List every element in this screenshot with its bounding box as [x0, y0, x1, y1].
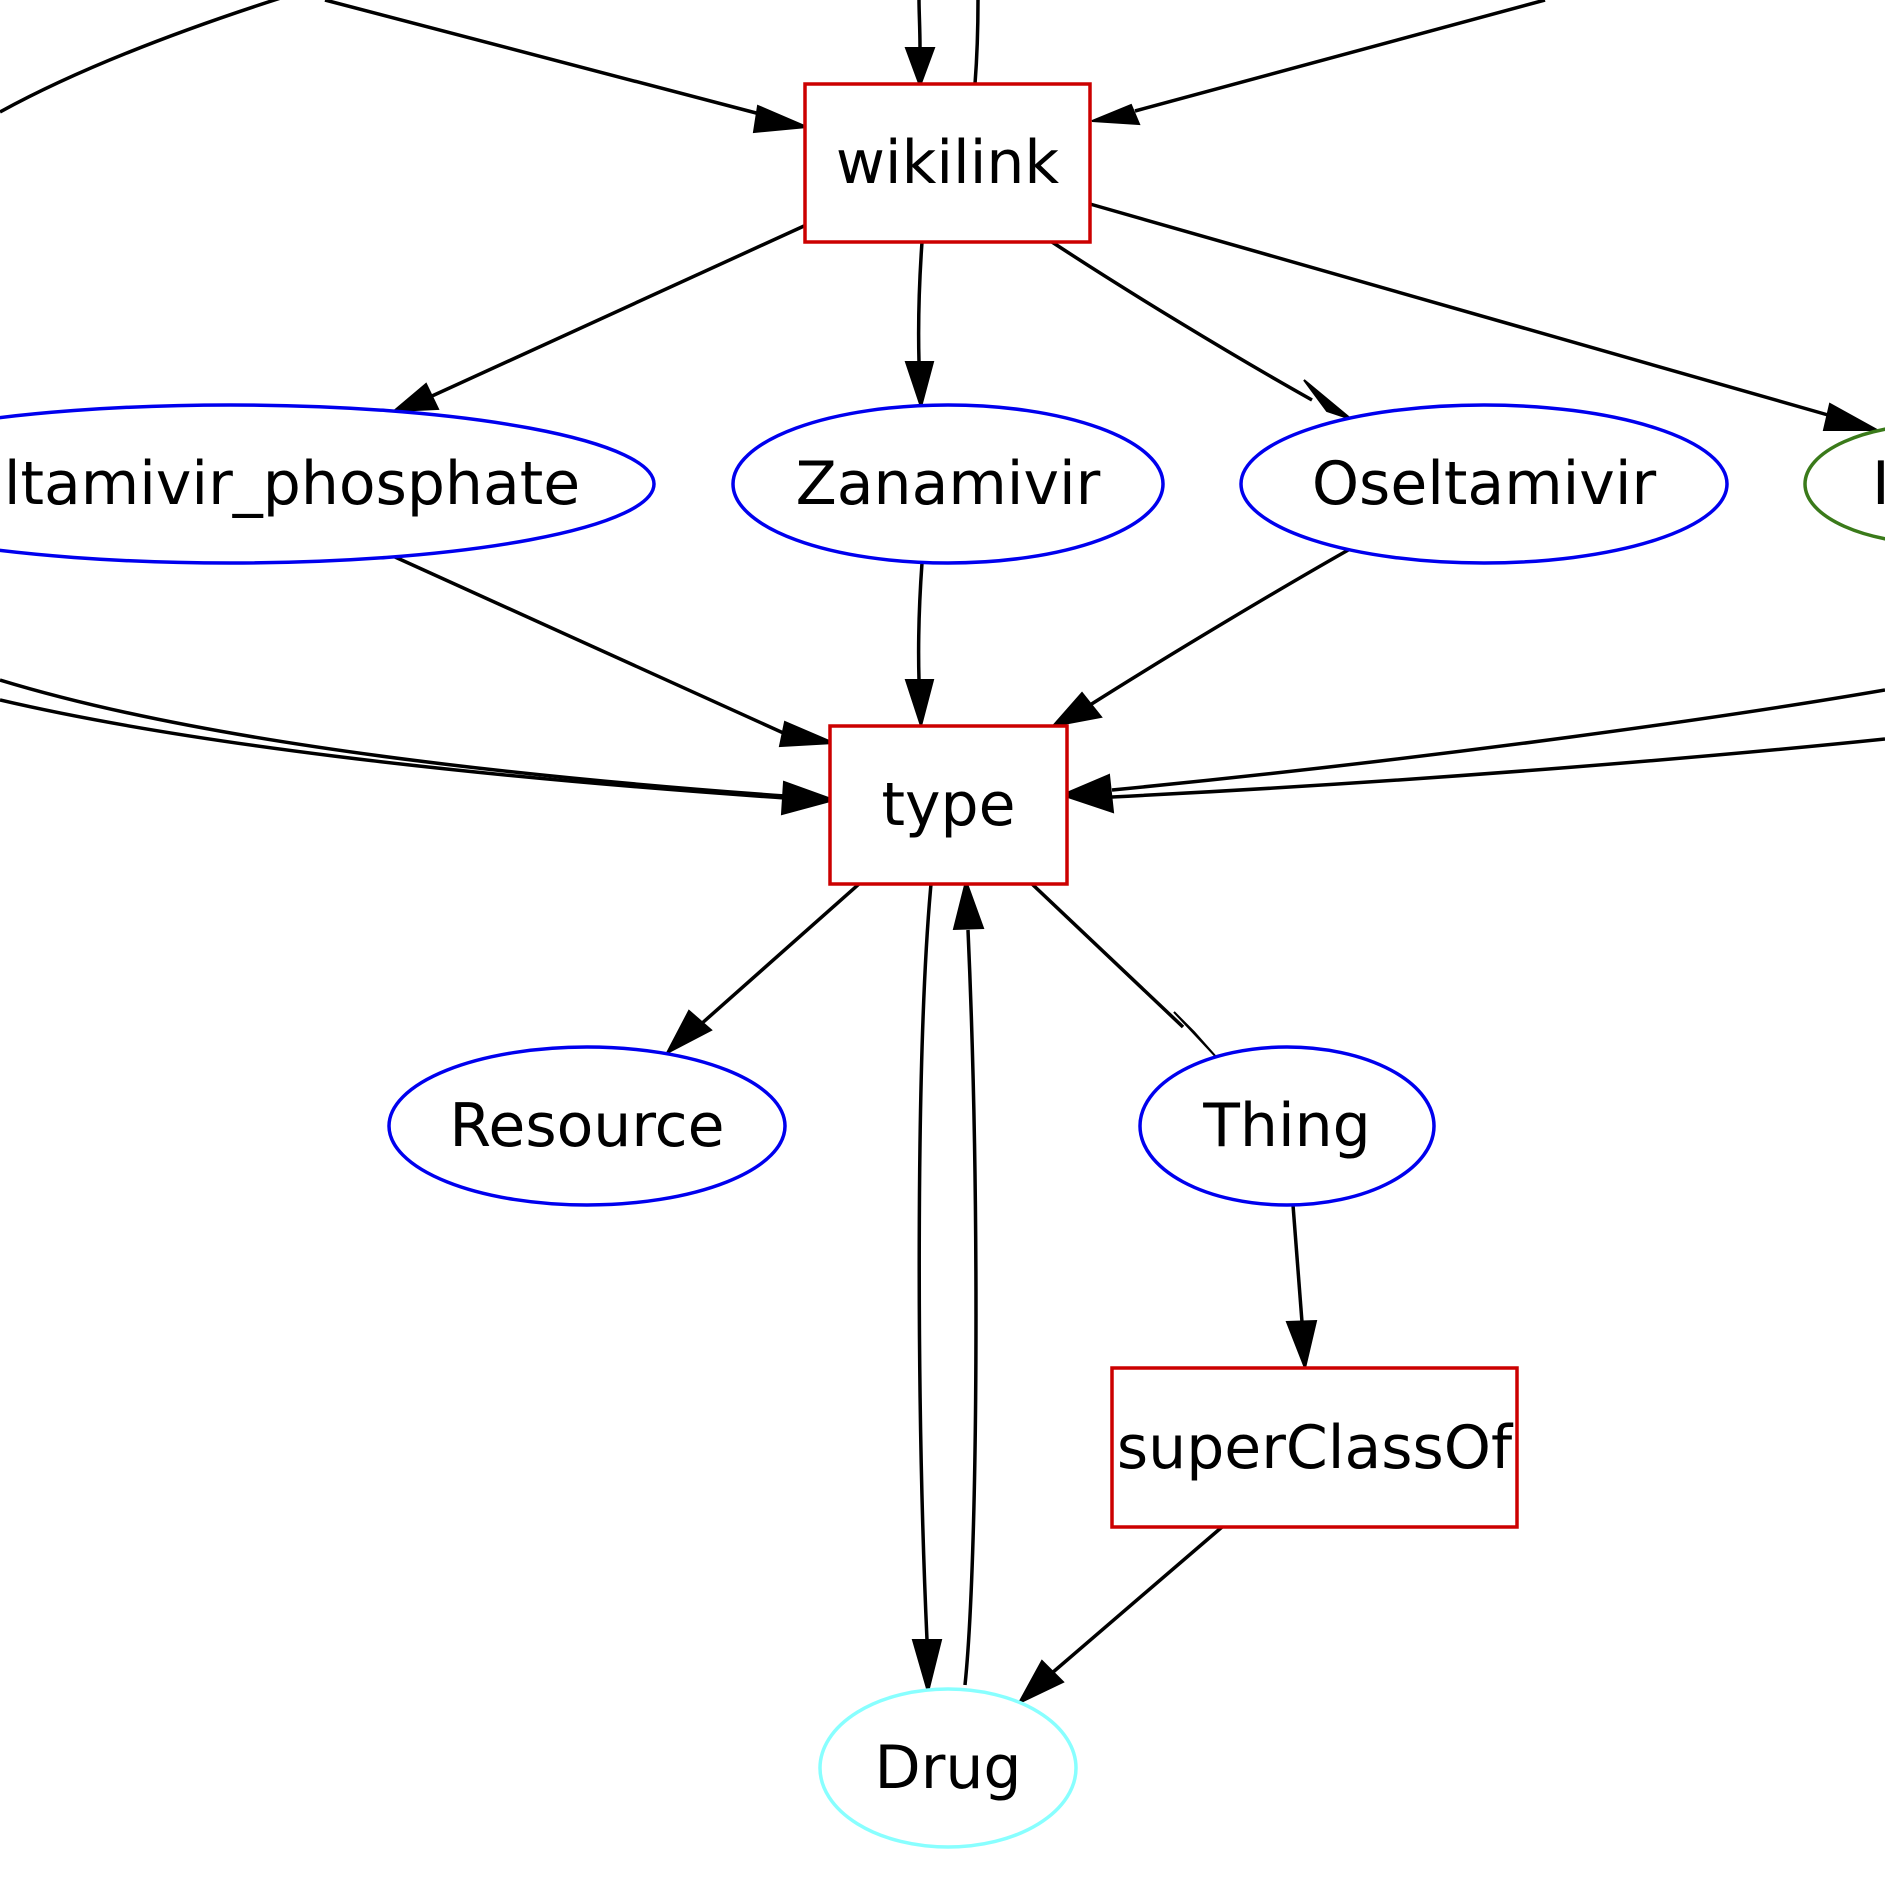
- edge-oseltamivir-to-type: [1089, 547, 1351, 707]
- arrowhead-wikilink-left: [752, 104, 808, 134]
- edge-offscreen-left-to-type-1: [0, 678, 786, 798]
- arrowhead-wikilink-top: [904, 47, 936, 89]
- arrowhead-type-from-drug: [952, 877, 985, 931]
- arrowhead-oseltamivir: [1303, 379, 1352, 420]
- node-thing-label: Thing: [1202, 1091, 1370, 1161]
- node-literal-partial-ellipse: [1803, 427, 1885, 541]
- node-type-box: [828, 724, 1069, 886]
- node-literal-partial[interactable]: I: [1803, 424, 1885, 544]
- node-resource[interactable]: Resource: [387, 1045, 787, 1207]
- arrowhead-type-from-phosphate: [778, 720, 835, 748]
- node-wikilink-label: wikilink: [836, 128, 1060, 198]
- edges: [0, 0, 1885, 1706]
- node-drug-ellipse: [818, 1687, 1078, 1849]
- node-oseltamivir-ellipse: [1239, 403, 1729, 565]
- node-type[interactable]: type: [828, 724, 1069, 886]
- node-oseltamivir-phosphate-label: ltamivir_phosphate: [4, 449, 580, 519]
- edge-drug-to-type: [963, 929, 978, 1686]
- arrowhead-type-from-left: [780, 780, 838, 816]
- node-literal-partial-label: I: [1872, 449, 1885, 519]
- node-resource-label: Resource: [449, 1091, 724, 1161]
- edge-zanamivir-to-type: [916, 562, 924, 681]
- edge-offscreen-to-wikilink-left: [0, 0, 281, 114]
- node-oseltamivir-phosphate-ellipse: [0, 403, 656, 565]
- arrowhead-zanamivir: [904, 361, 935, 411]
- edge-offscreen-to-wikilink-left-2: [324, 0, 761, 116]
- node-superclassof-box: [1110, 1366, 1519, 1529]
- node-wikilink[interactable]: wikilink: [803, 82, 1092, 244]
- node-oseltamivir[interactable]: Oseltamivir: [1239, 403, 1729, 565]
- edge-thing-to-superclassof: [1291, 1204, 1304, 1323]
- edge-type-to-drug: [917, 883, 933, 1641]
- node-drug[interactable]: Drug: [818, 1687, 1078, 1849]
- edge-offscreen-left-to-type-2: [0, 698, 786, 800]
- arrowhead-type-from-right: [1059, 773, 1115, 814]
- node-superclassof[interactable]: superClassOf: [1110, 1366, 1519, 1529]
- edge-wikilink-to-literal: [1089, 202, 1836, 419]
- node-thing-ellipse: [1138, 1045, 1436, 1207]
- nodes: wikilink ltamivir_phosphate Zanamivir Os…: [0, 82, 1885, 1849]
- arrowhead-superclassof: [1285, 1319, 1318, 1372]
- arrowhead-thing: [1173, 1011, 1218, 1059]
- arrowhead-type-from-zanamivir: [904, 679, 935, 730]
- edge-superclassof-to-drug: [1050, 1525, 1224, 1675]
- node-zanamivir[interactable]: Zanamivir: [731, 403, 1165, 565]
- edge-oseltamivir-phosphate-to-type: [394, 555, 791, 738]
- node-zanamivir-ellipse: [731, 403, 1165, 565]
- arrowhead-oseltamivir-phosphate: [391, 382, 440, 413]
- node-drug-label: Drug: [875, 1733, 1022, 1803]
- node-wikilink-box: [803, 82, 1092, 244]
- edge-wikilink-to-zanamivir: [916, 241, 924, 363]
- edge-type-to-thing: [1030, 882, 1185, 1029]
- edge-offscreen-right-to-type-1: [1111, 688, 1885, 792]
- edge-type-to-resource: [698, 882, 861, 1027]
- arrowhead-resource: [664, 1009, 713, 1056]
- arrowhead-drug-from-superclassof: [1016, 1659, 1065, 1706]
- edge-wikilink-to-oseltamivir-phosphate: [431, 224, 805, 398]
- node-thing[interactable]: Thing: [1138, 1045, 1436, 1207]
- edge-wikilink-to-offscreen-top: [973, 0, 980, 85]
- edge-wikilink-to-oseltamivir: [1051, 240, 1313, 402]
- arrowhead-wikilink-right: [1091, 103, 1141, 126]
- node-type-label: type: [881, 770, 1015, 840]
- arrowhead-type-from-oseltamivir: [1050, 691, 1103, 728]
- node-oseltamivir-phosphate[interactable]: ltamivir_phosphate: [0, 403, 656, 565]
- node-zanamivir-label: Zanamivir: [796, 449, 1101, 519]
- edge-offscreen-right-to-type-2: [1111, 737, 1885, 799]
- node-oseltamivir-label: Oseltamivir: [1312, 449, 1657, 519]
- arrowhead-literal: [1822, 402, 1878, 431]
- edge-offscreen-to-wikilink-top: [917, 0, 922, 49]
- node-resource-ellipse: [387, 1045, 787, 1207]
- arrowhead-drug-from-type: [911, 1639, 943, 1696]
- node-superclassof-label: superClassOf: [1117, 1413, 1514, 1483]
- edge-offscreen-to-wikilink-right: [1134, 0, 1546, 113]
